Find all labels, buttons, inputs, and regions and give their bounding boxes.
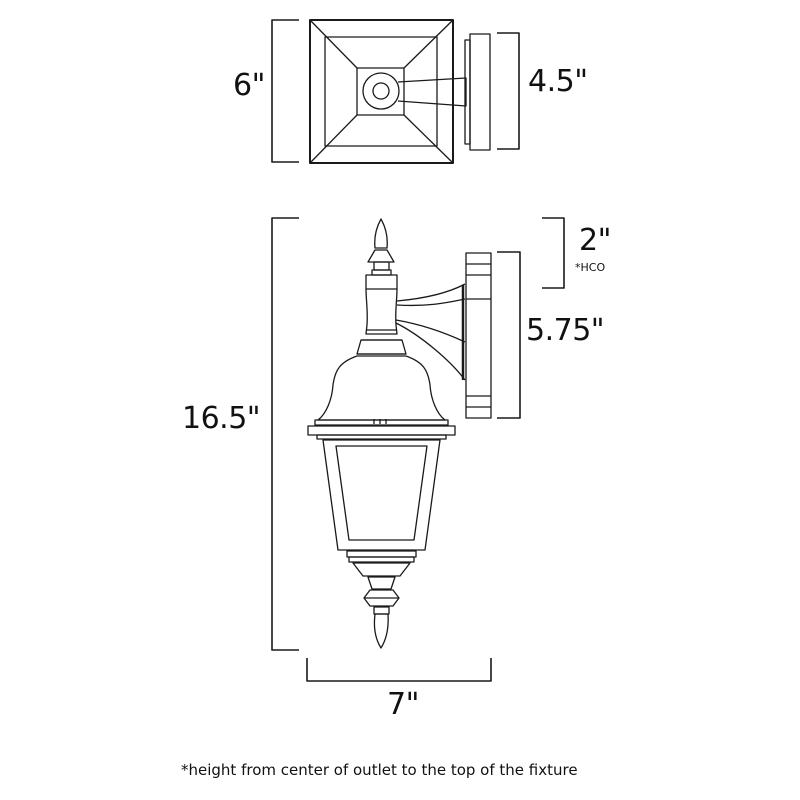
backplate-height-dimension-label: 5.75" (526, 313, 605, 348)
side-view-fixture (271, 217, 565, 682)
hco-note-label: *HCO (575, 261, 606, 274)
top-backplate-dimension-label: 4.5" (528, 64, 588, 99)
top-view-fixture (271, 19, 520, 164)
hco-dimension-label: 2" (579, 223, 611, 258)
overall-width-dimension-label: 7" (387, 687, 419, 722)
footnote: *height from center of outlet to the top… (181, 761, 578, 779)
top-width-dimension-label: 6" (233, 68, 265, 103)
overall-height-dimension-label: 16.5" (182, 401, 261, 436)
